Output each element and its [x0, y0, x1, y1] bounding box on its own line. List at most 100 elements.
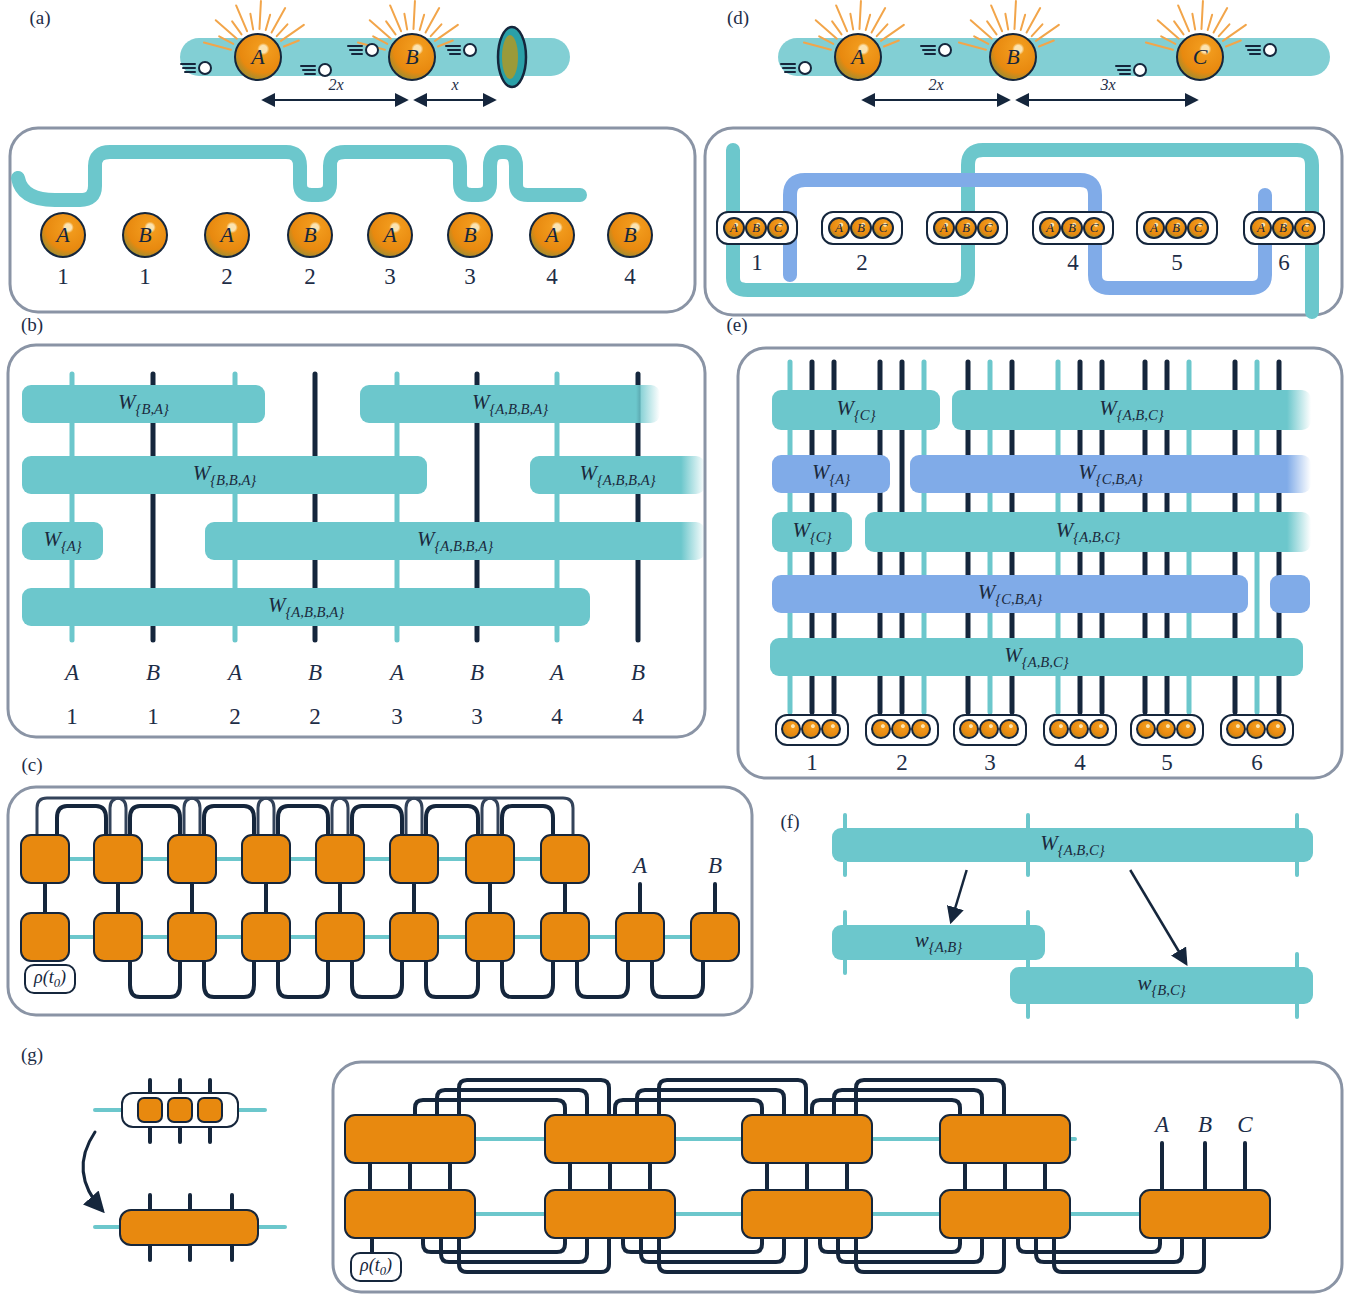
index-number: 3: [391, 704, 403, 730]
light-ray: [1178, 5, 1189, 31]
tensor-leg: [258, 798, 348, 835]
atom-dot: [1089, 719, 1109, 739]
photon-trail: [781, 63, 795, 65]
process-box: W{A,B,C}: [832, 828, 1313, 862]
light-ray: [1146, 43, 1173, 50]
atom-label: C: [879, 220, 888, 236]
panel-letter: (c): [21, 754, 42, 776]
atom-label: B: [1068, 220, 1076, 236]
process-label: W{C,B,A}: [978, 580, 1042, 608]
tensor-leg: [368, 1163, 372, 1190]
light-ray: [1021, 15, 1025, 30]
light-ray: [284, 41, 299, 47]
atom-label: B: [405, 44, 418, 70]
index-number: 1: [57, 264, 69, 290]
atom-circle: A: [1143, 217, 1165, 239]
dimension-arrow: [1018, 99, 1196, 101]
process-label: W{A,B,C}: [1056, 518, 1120, 546]
state-box: ρ(t0): [350, 1252, 402, 1282]
process-box: W{A,B,B,A}: [360, 385, 660, 423]
text-part: W: [579, 461, 597, 485]
mode-label: B: [708, 853, 722, 879]
atom-dot: [1246, 719, 1266, 739]
subscript: {A,B,C}: [1117, 407, 1164, 423]
tensor-leg: [130, 806, 180, 835]
index-number: 1: [66, 704, 78, 730]
light-ray: [236, 5, 247, 31]
atom-label: C: [984, 220, 993, 236]
light-ray: [390, 5, 401, 31]
mirror: [498, 27, 526, 87]
process-box: W{C,B,A}: [772, 575, 1248, 613]
dimension-label: x: [451, 76, 458, 94]
light-ray: [1201, 1, 1202, 29]
photon-trail: [350, 49, 362, 51]
panel-frame: [8, 787, 752, 1015]
tensor-leg: [37, 798, 126, 835]
atom-circle: B: [1272, 217, 1294, 239]
arrow-connector: [951, 870, 966, 921]
tensor-leg: [204, 961, 254, 997]
text-part: W: [1099, 396, 1117, 420]
text-part: w: [915, 928, 929, 952]
atom-group: 1ABC: [716, 211, 798, 245]
process-label: W{A,B,C}: [1040, 831, 1104, 859]
atom-label: B: [1279, 220, 1287, 236]
mode-label: B: [146, 660, 160, 686]
light-ray: [266, 15, 270, 30]
index-number: 6: [1251, 750, 1263, 776]
tensor-box: [390, 913, 438, 961]
tensor-box: [390, 835, 438, 883]
light-ray: [1208, 15, 1212, 30]
atom-circle: A: [1039, 217, 1061, 239]
atom-label: B: [623, 222, 636, 248]
light-ray: [804, 43, 831, 50]
atom-group: 4: [1043, 714, 1117, 746]
index-number: 1: [806, 750, 818, 776]
process-box: W{A,B,B,A}: [22, 588, 590, 626]
tensor-leg: [184, 798, 274, 835]
tensor-box: [345, 1115, 475, 1163]
atom-label: A: [251, 44, 264, 70]
process-box: w{B,C}: [1010, 967, 1313, 1004]
panel-frame: [333, 1062, 1342, 1292]
atom-dot: [781, 719, 801, 739]
light-ray: [881, 25, 904, 41]
text-part: W: [43, 527, 61, 551]
index-number: 2: [304, 264, 316, 290]
process-box: W{A}: [772, 455, 890, 493]
atom-dot: [891, 719, 911, 739]
photon-trail: [303, 69, 315, 71]
subscript: {A,B,B,A}: [434, 538, 493, 554]
light-ray: [959, 43, 986, 50]
index-number: 5: [1171, 250, 1183, 276]
atom-circle: B3: [447, 212, 493, 258]
index-number: 1: [751, 250, 763, 276]
photon-trail: [352, 53, 362, 55]
photon-path: [18, 152, 580, 200]
light-ray: [1219, 24, 1230, 36]
atom-circle: C: [767, 217, 789, 239]
tensor-leg: [204, 806, 254, 835]
index-number: 4: [546, 264, 558, 290]
atom-label: B: [303, 222, 316, 248]
mirror-face: [502, 35, 518, 79]
atom-circle: C: [872, 217, 894, 239]
atom-dot: [1266, 719, 1286, 739]
light-ray: [1039, 41, 1054, 47]
bond-line: [45, 935, 715, 939]
text-part: W: [812, 460, 830, 484]
tensor-leg: [1003, 1163, 1007, 1190]
atom-circle: B: [1061, 217, 1083, 239]
atom-circle: B: [745, 217, 767, 239]
photon-trail: [1250, 53, 1260, 55]
text-part: W: [1078, 460, 1096, 484]
light-ray: [232, 21, 241, 34]
index-number: 3: [471, 704, 483, 730]
photon-trail: [181, 63, 195, 65]
light-ray: [1192, 14, 1195, 30]
text-part: W: [1056, 518, 1074, 542]
atom-circle: C: [1187, 217, 1209, 239]
process-label: W{A,B,C}: [1004, 643, 1068, 671]
text-part: W: [978, 580, 996, 604]
